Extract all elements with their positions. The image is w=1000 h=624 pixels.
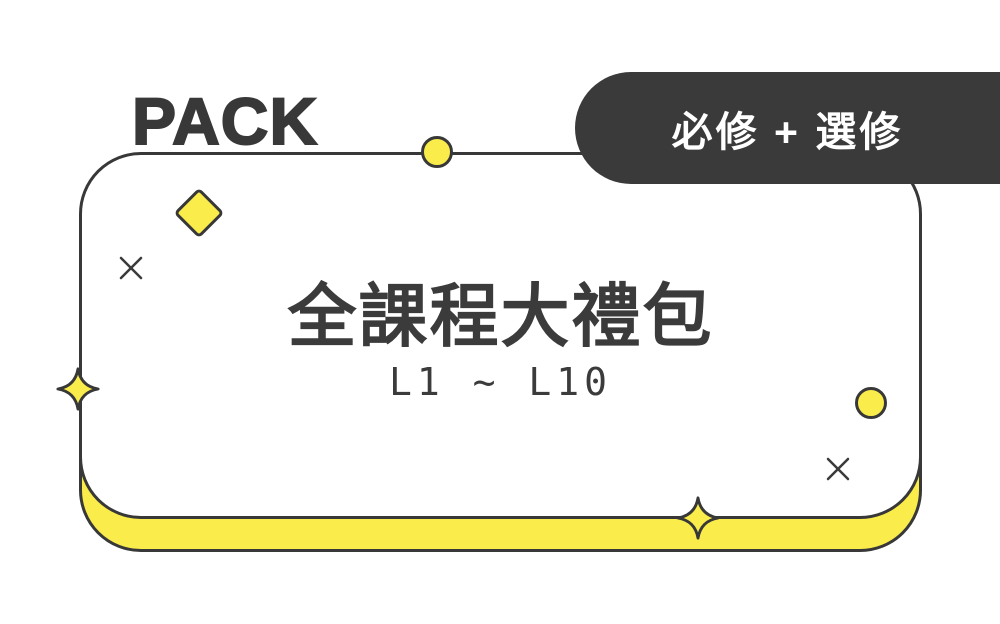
card-title: 全課程大禮包	[287, 278, 714, 355]
sparkle-icon	[676, 496, 720, 540]
circle-icon	[855, 387, 887, 419]
course-type-badge: 必修 + 選修	[575, 72, 1000, 184]
x-icon	[119, 256, 143, 280]
card-subtitle: L1 ~ L10	[388, 360, 613, 404]
circle-icon	[421, 136, 453, 168]
x-icon	[826, 457, 850, 481]
badge-label: 必修 + 選修	[671, 109, 904, 155]
pack-title: PACK	[131, 84, 319, 158]
sparkle-icon	[56, 367, 100, 411]
